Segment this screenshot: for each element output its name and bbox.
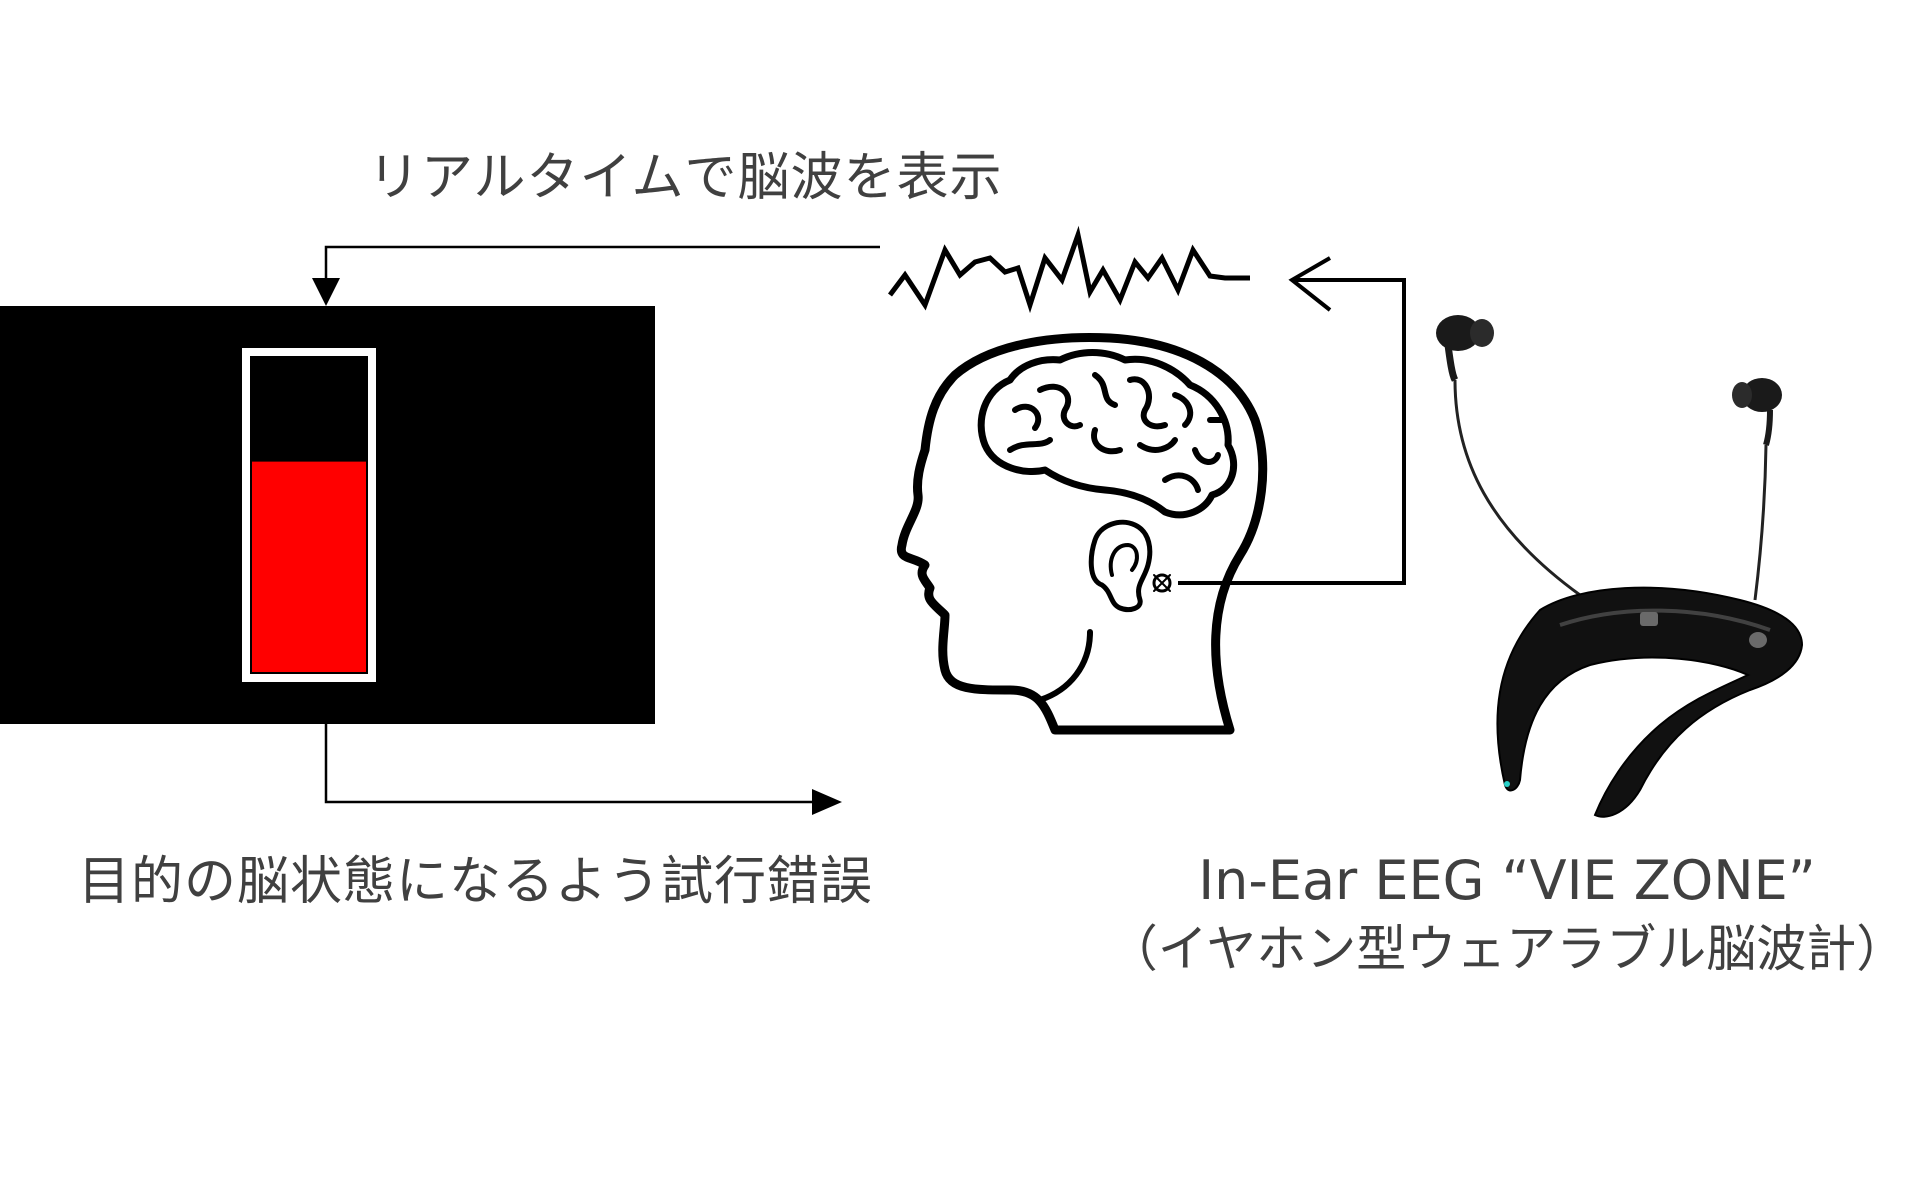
neckband-earphone-eeg-icon — [1436, 315, 1804, 818]
trial-and-error-caption: 目的の脳状態になるよう試行錯誤 — [78, 852, 874, 912]
device-name-caption: In-Ear EEG “VIE ZONE” — [1198, 849, 1816, 912]
signal-arrow — [1178, 256, 1406, 585]
feedback-screen — [0, 306, 655, 724]
realtime-display-caption: リアルタイムで脳波を表示 — [368, 148, 1003, 208]
head-profile-with-brain-icon — [896, 333, 1268, 735]
level-meter-fill — [252, 461, 366, 672]
realtime-arrow — [312, 245, 880, 306]
device-description-caption: （イヤホン型ウェアラブル脳波計） — [1107, 920, 1907, 978]
trial-arrow — [324, 724, 842, 815]
brainwave-signal-icon — [888, 225, 1250, 314]
